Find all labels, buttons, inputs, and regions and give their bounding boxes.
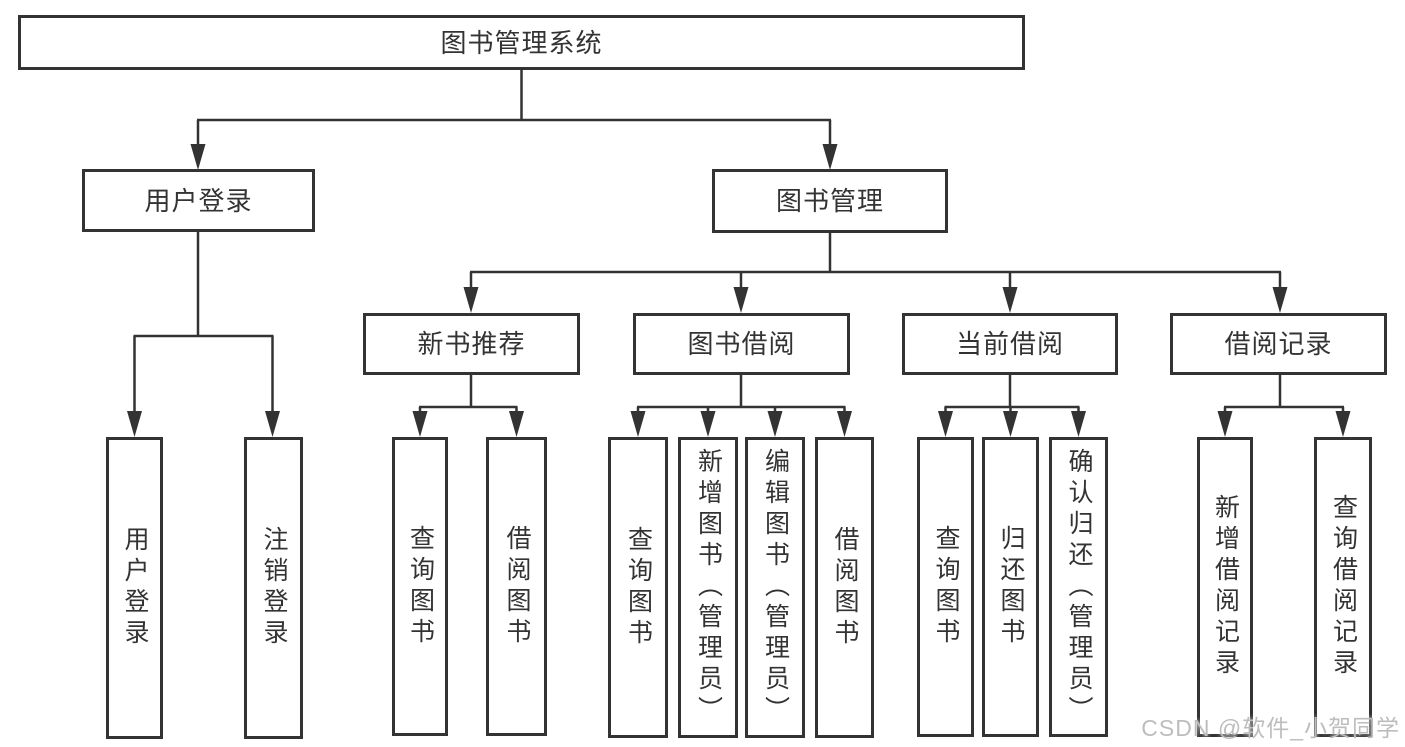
arrowhead: [938, 411, 953, 437]
leaf-borrow-books-recommend: 借阅图书: [486, 437, 547, 736]
arrowhead: [412, 411, 428, 437]
leaf-query-books-current: 查询图书: [917, 437, 974, 737]
node-new-book-recommend-label: 新书推荐: [417, 329, 526, 359]
arrowhead: [822, 144, 838, 170]
leaf-query-books-current-label: 查询图书: [932, 525, 960, 649]
leaf-query-borrow-record: 查询借阅记录: [1314, 437, 1372, 737]
leaf-confirm-return-admin-label: 确认归还（管理员）: [1065, 447, 1093, 727]
node-book-borrow: 图书借阅: [633, 313, 850, 375]
leaf-edit-book-admin-label: 编辑图书（管理员）: [761, 448, 790, 727]
leaf-query-books-borrow: 查询图书: [608, 437, 668, 738]
leaf-add-book-admin-label: 新增图书（管理员）: [694, 448, 723, 727]
leaf-add-borrow-record: 新增借阅记录: [1197, 437, 1253, 737]
leaf-query-books-borrow-label: 查询图书: [624, 525, 653, 650]
connector-root-to-level2: [196, 70, 832, 150]
connector-book-management-to-level3: [469, 233, 1282, 293]
node-user-login: 用户登录: [82, 169, 315, 232]
leaf-query-borrow-record-label: 查询借阅记录: [1329, 494, 1358, 680]
arrowhead: [463, 287, 479, 313]
arrowhead: [767, 411, 783, 437]
leaf-add-borrow-record-label: 新增借阅记录: [1211, 494, 1240, 680]
arrowhead: [1272, 287, 1288, 313]
node-current-borrow-label: 当前借阅: [955, 329, 1064, 359]
arrowhead: [630, 411, 646, 437]
leaf-add-book-admin: 新增图书（管理员）: [678, 437, 738, 738]
connector-current-borrow-to-leaves: [944, 375, 1080, 417]
leaf-borrow-books-borrow: 借阅图书: [815, 437, 874, 738]
node-book-management-label: 图书管理: [775, 186, 884, 216]
leaf-borrow-books-borrow-label: 借阅图书: [831, 525, 859, 650]
node-new-book-recommend: 新书推荐: [363, 313, 580, 375]
leaf-return-book: 归还图书: [982, 437, 1039, 737]
node-borrow-records-label: 借阅记录: [1224, 329, 1333, 359]
arrowhead: [1002, 287, 1018, 313]
leaf-return-book-label: 归还图书: [997, 525, 1025, 649]
arrowhead: [1217, 411, 1233, 437]
connector-user-login-to-leaves: [133, 232, 274, 417]
node-borrow-records: 借阅记录: [1170, 313, 1387, 375]
arrowheads: [127, 144, 1351, 437]
node-book-management: 图书管理: [712, 169, 948, 233]
arrowhead: [1335, 411, 1351, 437]
arrowhead: [265, 411, 280, 437]
arrowhead: [1003, 411, 1018, 437]
connector-book-borrow-to-leaves: [636, 375, 846, 417]
arrowhead: [127, 411, 142, 437]
connector-paths: [133, 70, 1345, 417]
node-user-login-label: 用户登录: [144, 185, 253, 216]
arrowhead: [837, 411, 852, 437]
leaf-edit-book-admin: 编辑图书（管理员）: [745, 437, 805, 738]
node-book-borrow-label: 图书借阅: [687, 329, 796, 359]
leaf-logout: 注销登录: [244, 437, 303, 739]
leaf-logout-label: 注销登录: [260, 526, 288, 650]
leaf-user-login-label: 用户登录: [121, 526, 149, 650]
leaf-borrow-books-recommend-label: 借阅图书: [503, 524, 531, 649]
node-library-management-system: 图书管理系统: [18, 15, 1025, 70]
connector-borrow-records-to-leaves: [1223, 375, 1345, 417]
leaf-user-login: 用户登录: [106, 437, 163, 739]
arrowhead: [509, 411, 524, 437]
arrowhead: [733, 287, 749, 313]
leaf-confirm-return-admin: 确认归还（管理员）: [1049, 437, 1108, 737]
arrowhead: [1071, 411, 1086, 437]
node-library-management-system-label: 图书管理系统: [440, 27, 603, 58]
arrowhead: [190, 144, 206, 170]
leaf-query-books-recommend: 查询图书: [392, 437, 448, 736]
arrowhead: [700, 411, 716, 437]
connector-new-book-to-leaves: [418, 375, 518, 417]
node-current-borrow: 当前借阅: [902, 313, 1118, 375]
leaf-query-books-recommend-label: 查询图书: [406, 524, 435, 649]
watermark: CSDN @软件_小贺同学: [1141, 715, 1400, 741]
